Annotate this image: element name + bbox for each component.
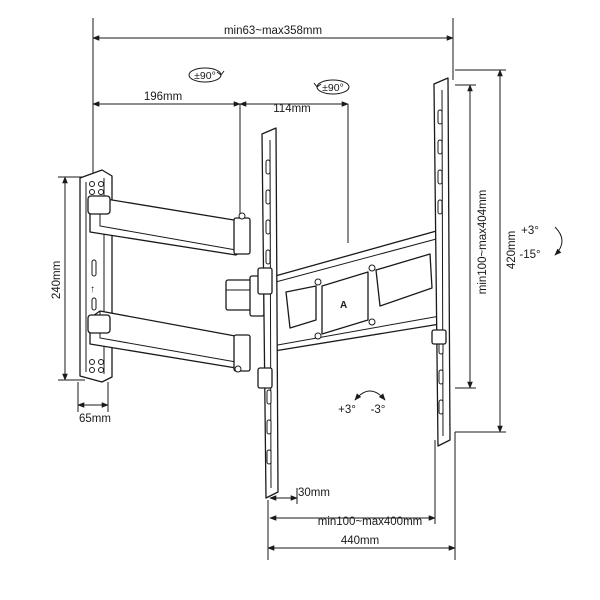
bracket-height-label: 420mm [506,231,518,269]
level-plus-label: +3° [338,404,356,416]
vesa-vertical-label: min100~max404mm [477,190,489,295]
center-logo-mark: A [340,300,347,311]
dimension-labels: min63~max358mm 196mm 114mm ±90° ±90° 240… [51,25,541,547]
tilt-up-label: +3° [521,225,539,237]
left-vertical-rail [257,127,279,499]
lower-arm [87,310,251,373]
upper-arm [87,195,251,256]
vesa-horizontal-label: min100~max400mm [318,516,423,528]
level-rotation-icon [354,390,386,401]
wall-arrow-mark: ↑ [90,284,95,295]
bracket-width-label: 440mm [341,535,379,547]
swivel-2-label: ±90° [322,82,344,94]
swivel-1-label: ±90° [194,70,216,82]
depth-range-label: min63~max358mm [224,25,322,37]
wall-plate-height-label: 240mm [51,261,63,299]
dimension-lines [58,18,506,560]
level-minus-label: -3° [371,404,386,416]
arm-length-2-label: 114mm [273,103,311,115]
horizontal-offset-label: 30mm [298,487,330,499]
tilt-down-label: -15° [519,249,540,261]
wall-plate-width-label: 65mm [79,413,111,425]
right-vertical-rail [431,77,451,447]
tv-center-plate: A [267,229,449,353]
rotation-symbols [188,67,563,401]
arm-length-1-label: 196mm [144,91,182,103]
tilt-rotation-icon [554,226,563,256]
